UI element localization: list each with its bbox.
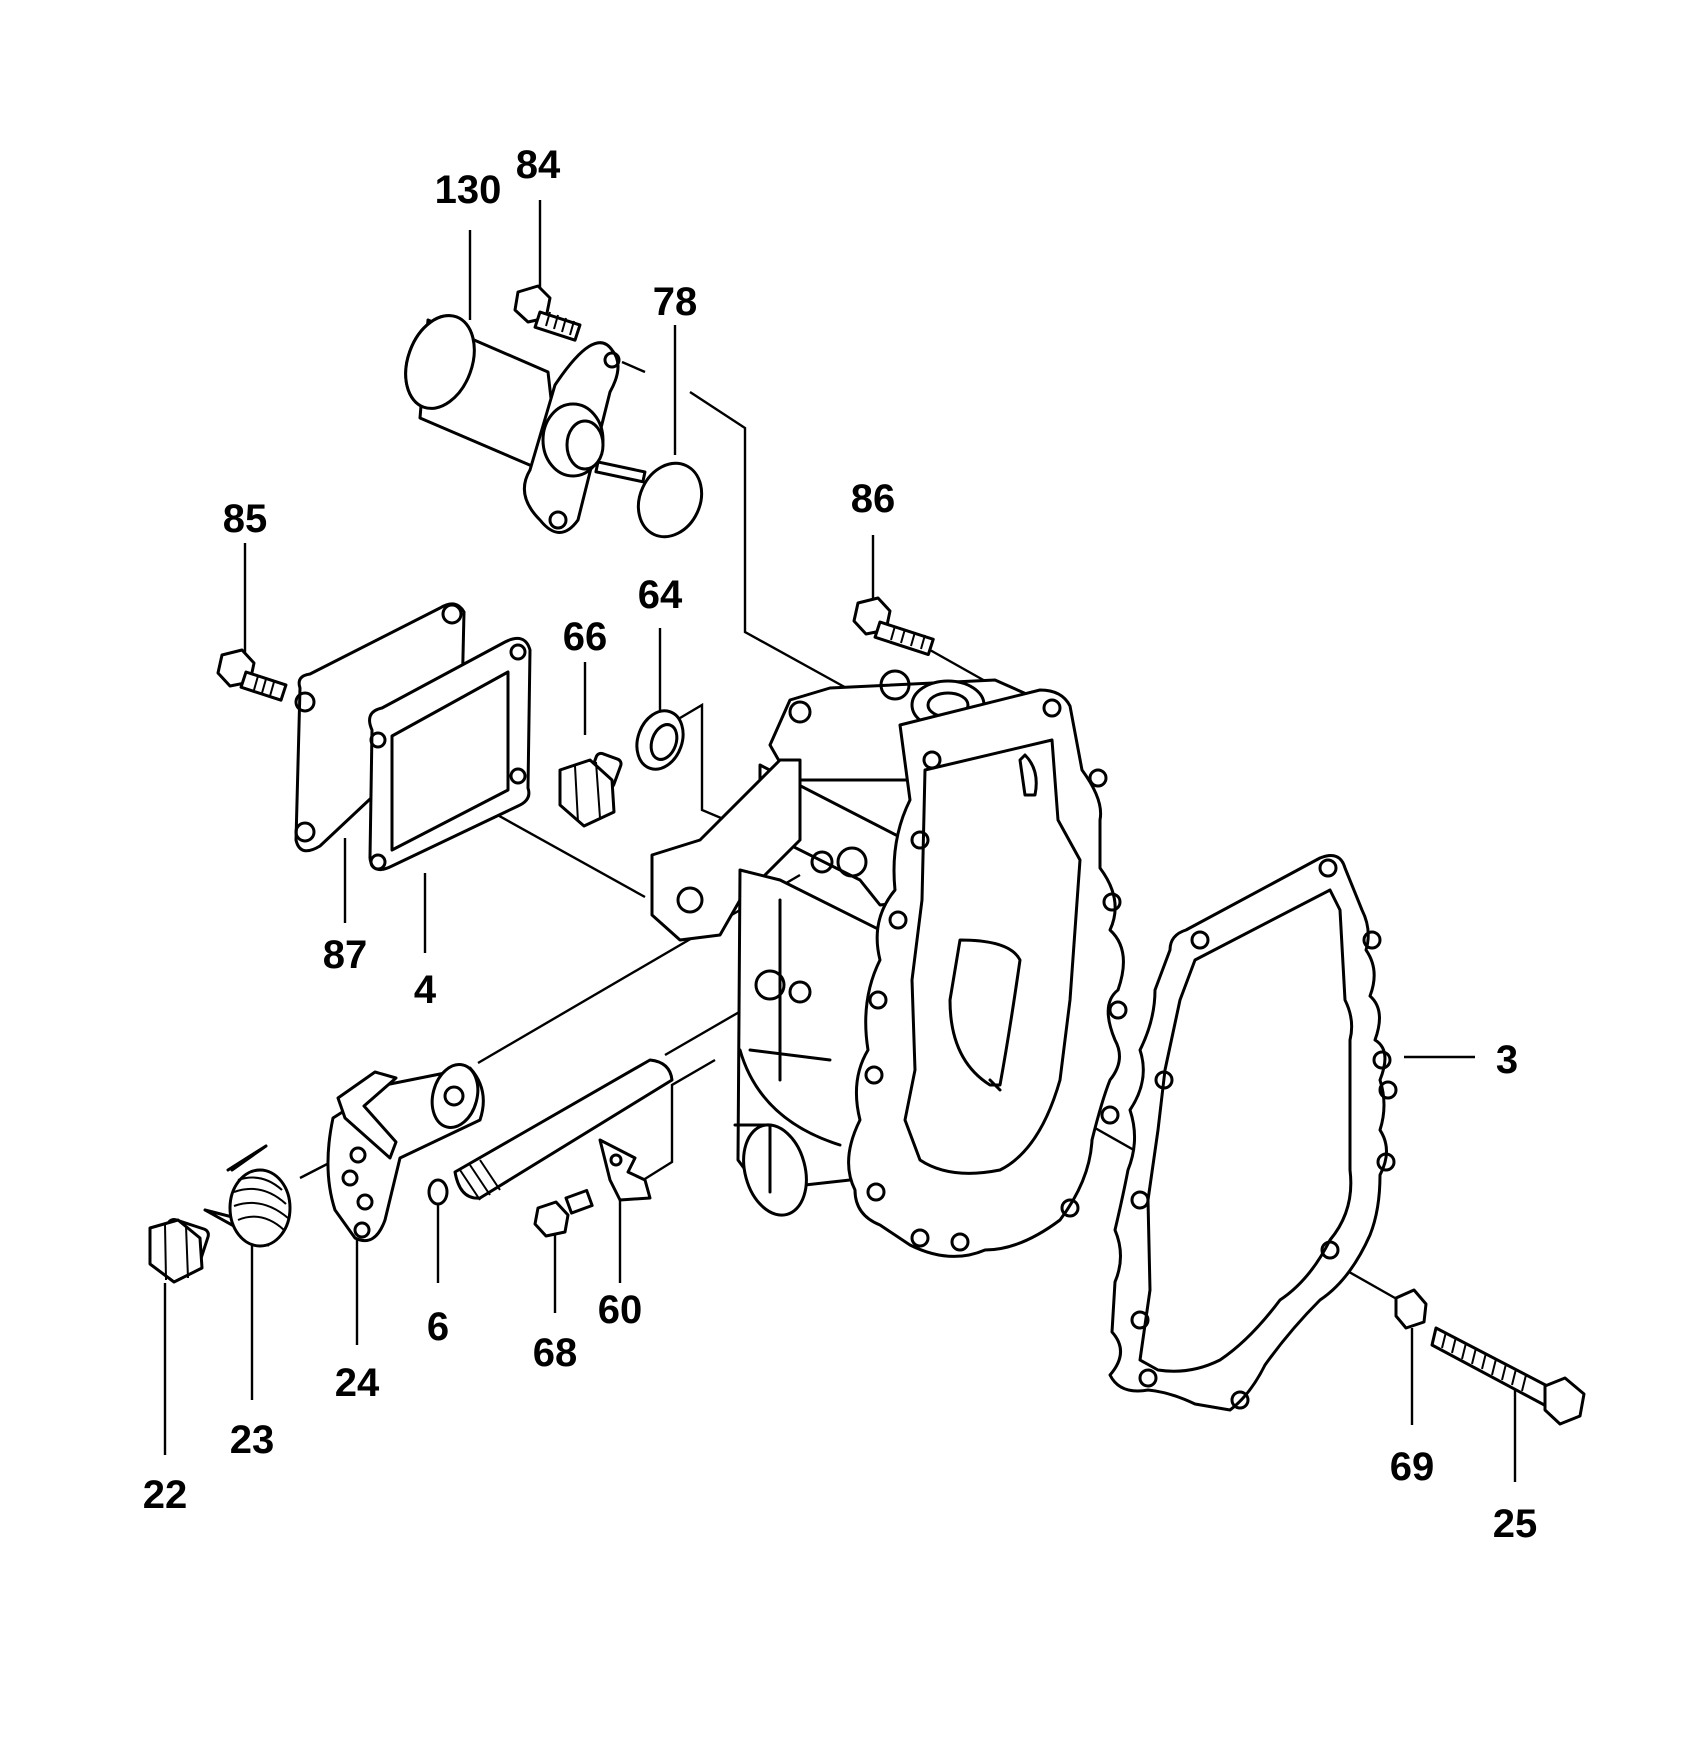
- washer-64: [635, 709, 685, 771]
- o-ring-78: [636, 461, 704, 539]
- callout-86: 86: [851, 477, 896, 521]
- callout-3: 3: [1496, 1038, 1518, 1082]
- bolt-25: [1430, 1326, 1586, 1426]
- callout-4: 4: [414, 968, 437, 1012]
- callout-78: 78: [653, 280, 698, 324]
- plate-60: [598, 1138, 652, 1202]
- gasket-3: [1108, 854, 1398, 1412]
- callout-22: 22: [143, 1473, 188, 1517]
- shaft: [453, 1058, 674, 1201]
- lever-24: [326, 1063, 485, 1243]
- callout-85: 85: [223, 497, 268, 541]
- plug-66: [558, 751, 623, 828]
- assembly-line-solenoid: [621, 360, 646, 374]
- callout-23: 23: [230, 1418, 275, 1462]
- callout-84: 84: [516, 143, 561, 187]
- callout-60: 60: [598, 1288, 643, 1332]
- callout-68: 68: [533, 1331, 578, 1375]
- assembly-line-solenoid-2: [689, 390, 851, 692]
- bolt-84: [513, 284, 582, 342]
- plug-22: [148, 1218, 210, 1284]
- callout-25: 25: [1493, 1502, 1538, 1546]
- spring-23: [203, 1144, 292, 1248]
- o-ring-6: [427, 1178, 449, 1206]
- callout-69: 69: [1390, 1445, 1435, 1489]
- bolt-86: [852, 596, 935, 657]
- bolt-85: [216, 648, 288, 702]
- callout-64: 64: [638, 573, 683, 617]
- callout-66: 66: [563, 615, 608, 659]
- nut-69: [1394, 1288, 1428, 1330]
- bolt-68: [533, 1188, 594, 1238]
- callout-87: 87: [323, 933, 368, 977]
- main-housing: [650, 669, 1128, 1258]
- callout-130: 130: [435, 168, 502, 212]
- assembly-line-plate60: [639, 1058, 716, 1184]
- callout-24: 24: [335, 1361, 380, 1405]
- callout-6: 6: [427, 1305, 449, 1349]
- callout-labels: 130 84 78 86 85 66 64 87 4 3 22 23 24 6 …: [143, 143, 1538, 1546]
- solenoid-130: [404, 314, 647, 534]
- gasket-4: [368, 636, 532, 872]
